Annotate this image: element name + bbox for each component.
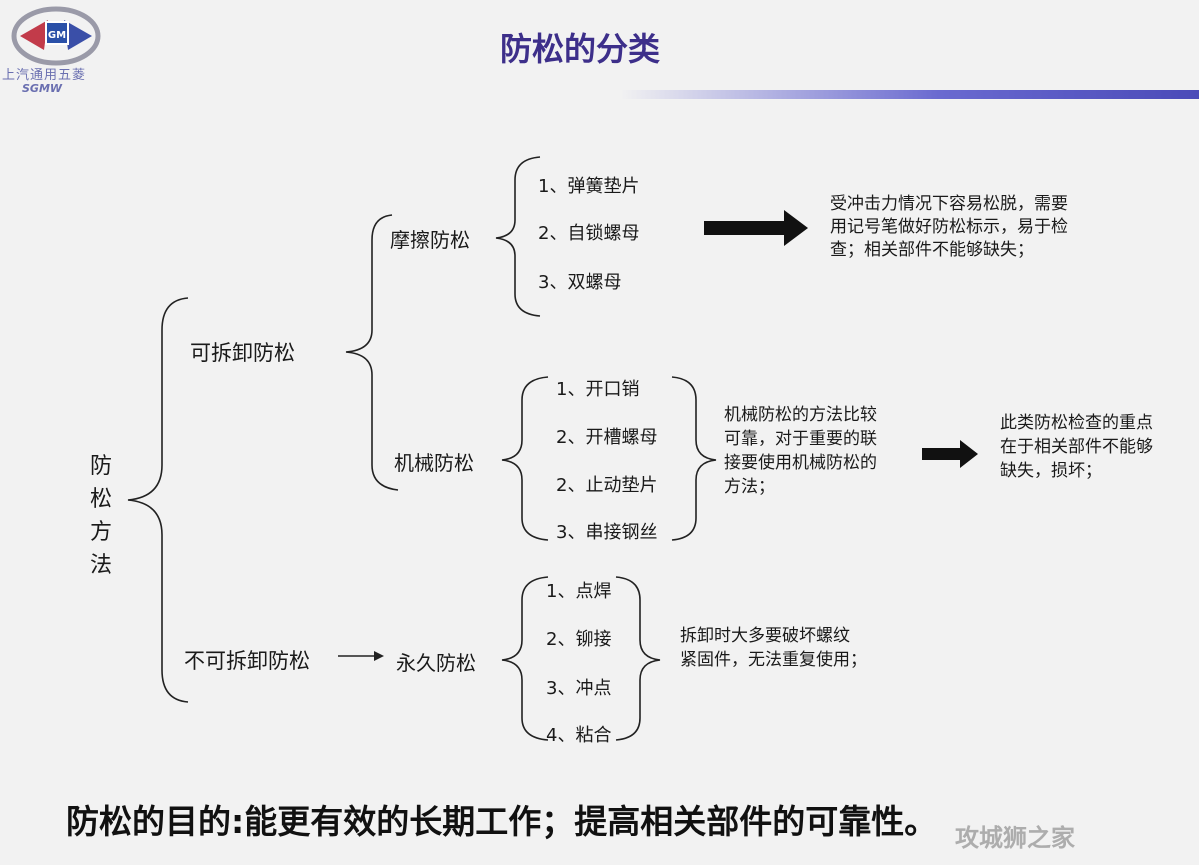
mechanical-note-line: 可靠，对于重要的联 xyxy=(724,429,877,449)
mechanical-note-line: 接要使用机械防松的 xyxy=(724,453,877,473)
root-label-char: 松 xyxy=(90,487,113,512)
permanent-item: 2、铆接 xyxy=(546,629,612,650)
mechanical-note-line: 机械防松的方法比较 xyxy=(724,405,877,425)
friction-note-line: 受冲击力情况下容易松脱，需要 xyxy=(830,194,1068,214)
friction-item: 2、自锁螺母 xyxy=(538,223,640,244)
friction-note-line: 用记号笔做好防松标示，易于检 xyxy=(830,217,1068,237)
root-label-char: 防 xyxy=(90,454,113,479)
gm-emblem-icon: GM xyxy=(11,6,101,66)
big-arrows xyxy=(704,210,978,468)
mechanical-label: 机械防松 xyxy=(394,451,474,475)
sgmw-logo: GM xyxy=(8,6,118,96)
mechanical-item: 3、串接钢丝 xyxy=(556,522,658,543)
mechanical-item: 2、止动垫片 xyxy=(556,475,658,496)
logo-text-cn: 上汽通用五菱 xyxy=(2,68,87,83)
mechanical-check-note-line: 在于相关部件不能够 xyxy=(1000,437,1153,457)
mechanical-item: 1、开口销 xyxy=(556,379,640,400)
svg-text:GM: GM xyxy=(48,30,66,41)
purpose-statement: 防松的目的:能更有效的长期工作；提高相关部件的可靠性。 xyxy=(66,802,938,841)
permanent-sub-label: 永久防松 xyxy=(396,651,476,675)
friction-item: 1、弹簧垫片 xyxy=(538,176,640,197)
mechanical-check-note-line: 缺失，损坏； xyxy=(1000,461,1102,481)
thin-arrow-head xyxy=(374,651,384,661)
friction-note-arrow xyxy=(704,210,808,246)
mechanical-check-arrow xyxy=(922,440,978,468)
mechanical-check-note-line: 此类防松检查的重点 xyxy=(1000,413,1153,433)
friction-label: 摩擦防松 xyxy=(390,228,470,252)
permanent-brace-right xyxy=(615,576,661,741)
removable-brace xyxy=(345,214,399,491)
friction-item: 3、双螺母 xyxy=(538,272,622,293)
friction-note-line: 查；相关部件不能够缺失； xyxy=(830,240,1034,260)
mechanical-brace-left xyxy=(501,376,549,541)
root-label-char: 方 xyxy=(90,520,113,545)
root-brace xyxy=(127,297,189,703)
watermark: 攻城狮之家 xyxy=(955,824,1075,852)
mechanical-brace-right xyxy=(671,376,717,541)
permanent-note-line: 拆卸时大多要破坏螺纹 xyxy=(680,626,850,646)
permanent-item: 1、点焊 xyxy=(546,581,612,602)
mechanical-note-line: 方法； xyxy=(724,477,775,497)
root-label-char: 法 xyxy=(90,553,113,578)
friction-brace xyxy=(495,156,541,317)
permanent-brace-left xyxy=(501,576,549,741)
page-title: 防松的分类 xyxy=(500,30,661,68)
title-underline-bar xyxy=(620,90,1199,99)
permanent-item: 4、粘合 xyxy=(546,725,612,746)
permanent-item: 3、冲点 xyxy=(546,678,612,699)
permanent-note-line: 紧固件，无法重复使用； xyxy=(680,650,867,670)
mechanical-item: 2、开槽螺母 xyxy=(556,427,658,448)
removable-label: 可拆卸防松 xyxy=(190,341,295,365)
logo-text-en: SGMW xyxy=(22,82,63,95)
permanent-label: 不可拆卸防松 xyxy=(184,649,310,673)
